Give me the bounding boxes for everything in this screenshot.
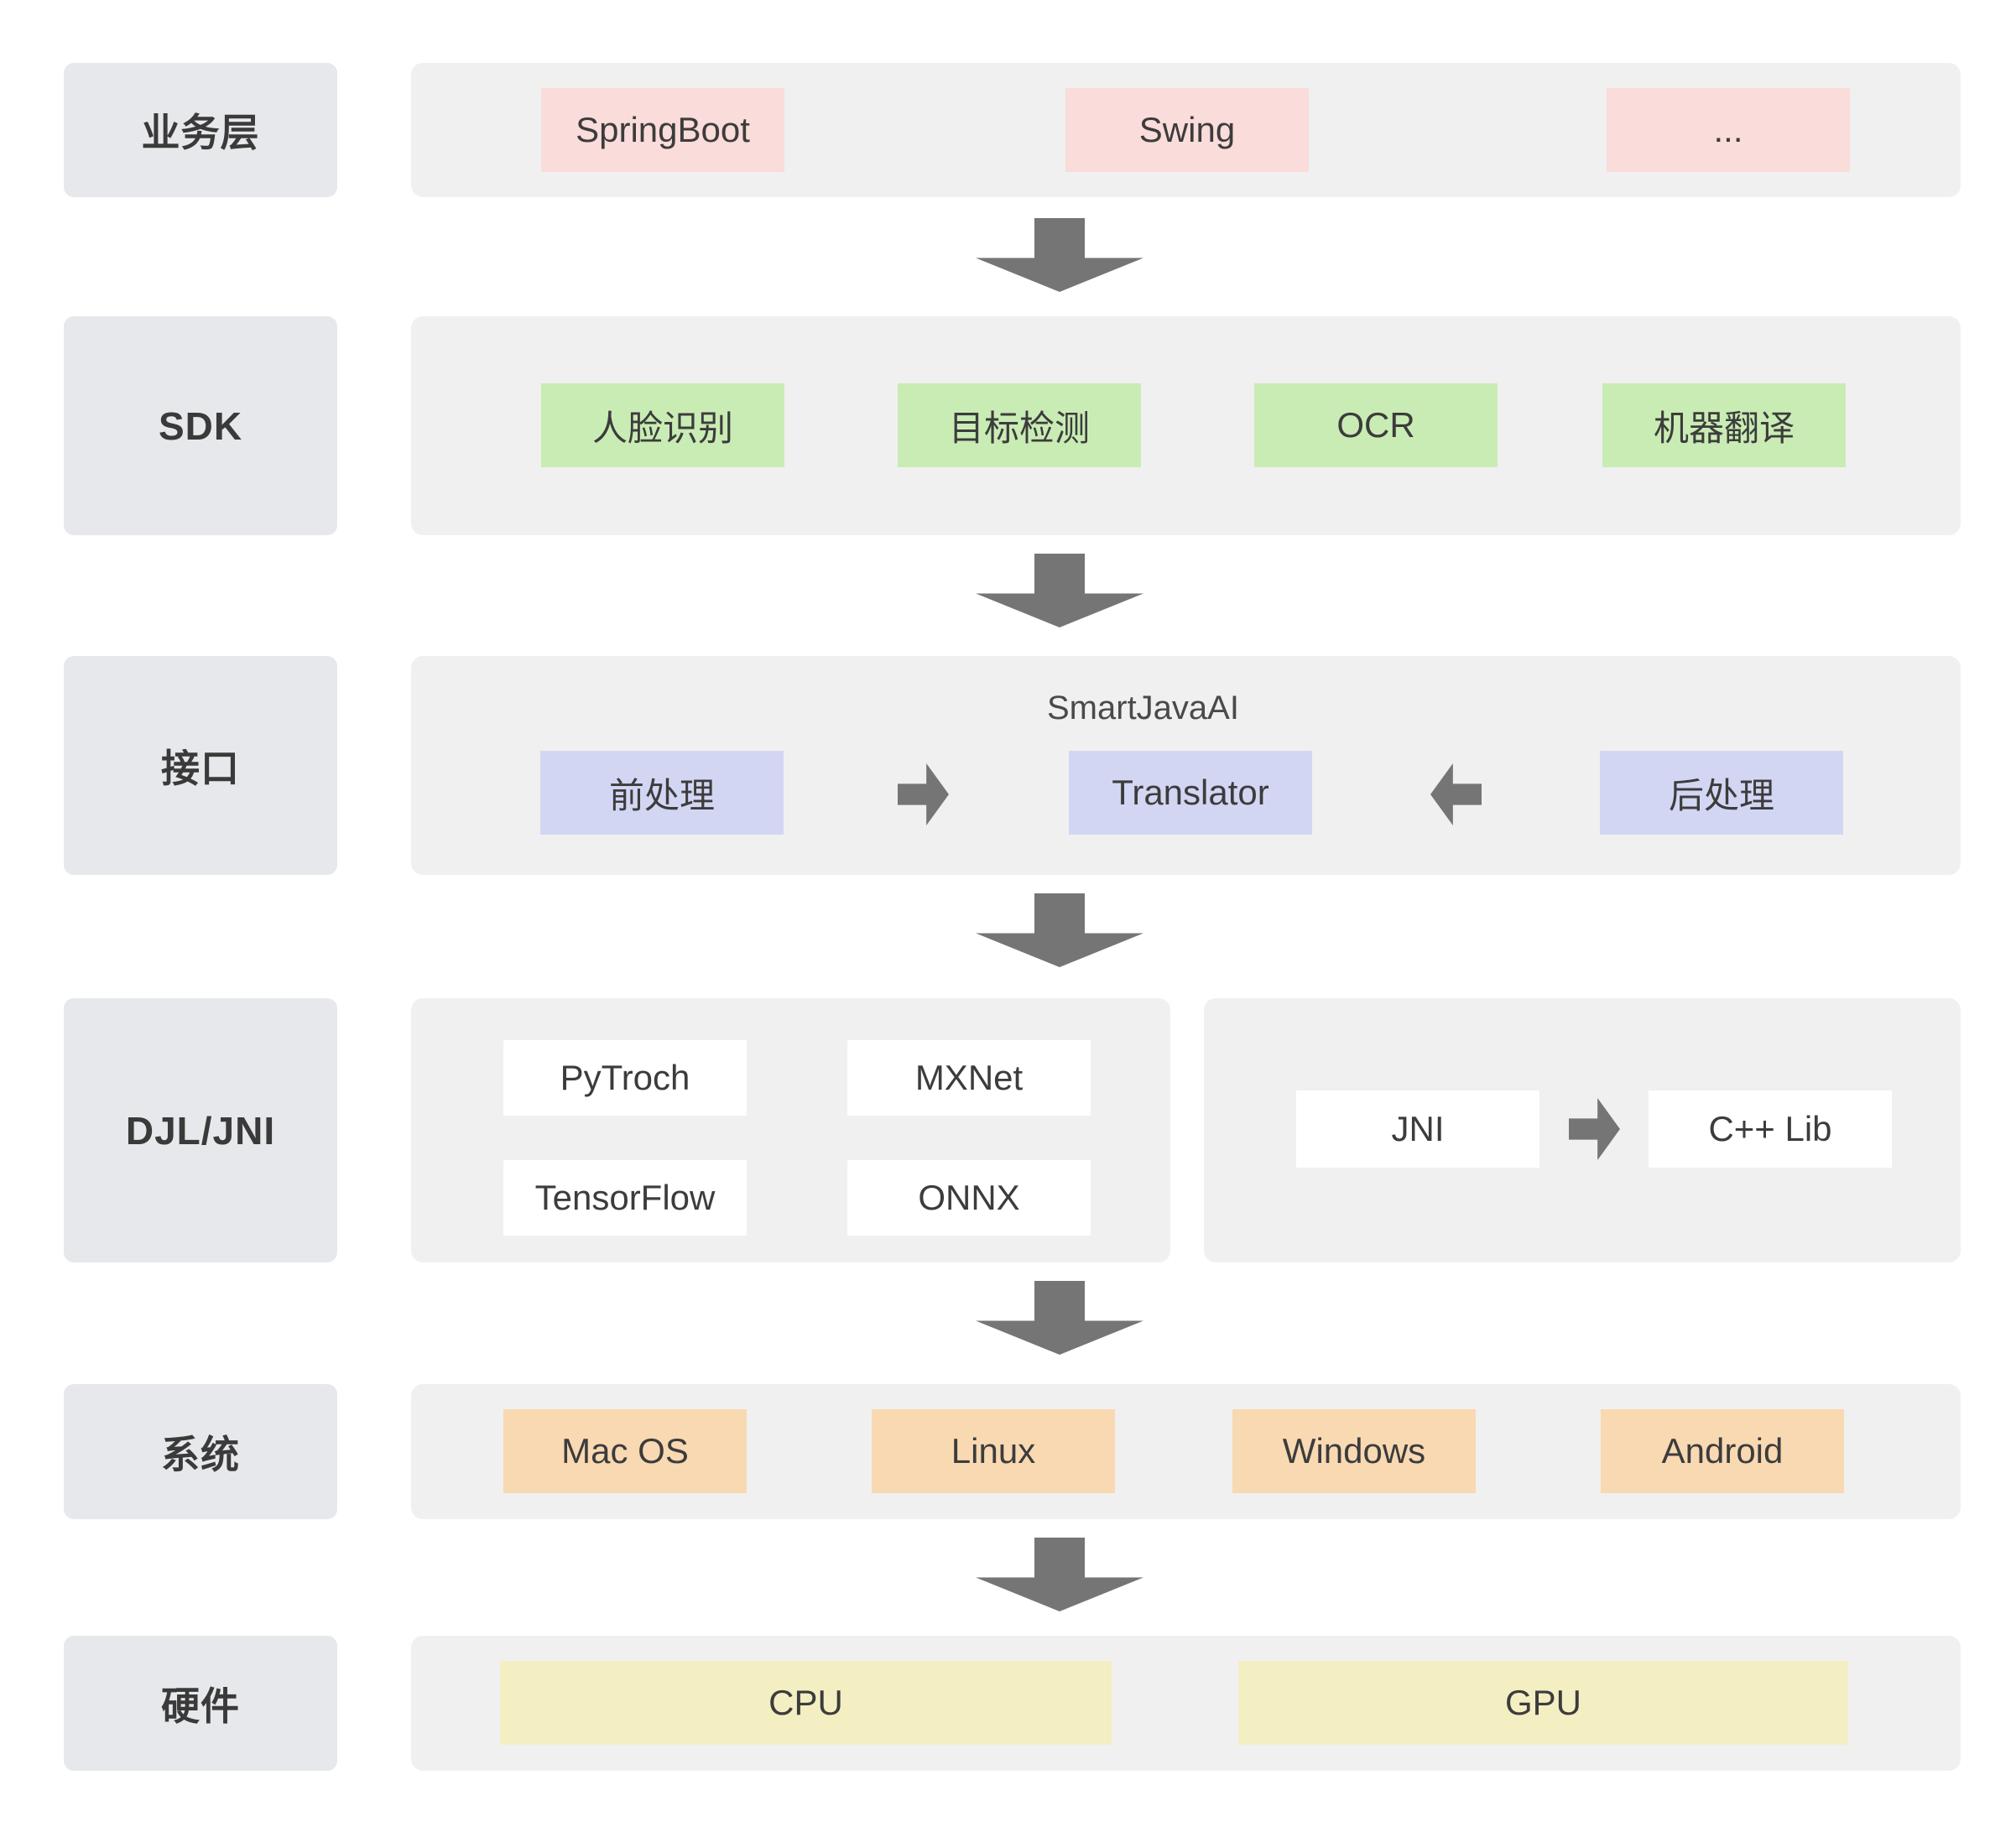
business-item-swing: Swing: [1065, 88, 1309, 172]
down-arrow-icon-5: [976, 1538, 1143, 1611]
layer-container-business: SpringBoot Swing ...: [411, 63, 1961, 197]
down-arrow-icon-2: [976, 554, 1143, 627]
djl-engines-container: PyTroch MXNet TensorFlow ONNX: [411, 998, 1170, 1262]
down-arrow-icon-3: [976, 893, 1143, 967]
layer-container-interface: SmartJavaAI 前处理 Translator 后处理: [411, 656, 1961, 875]
sdk-item-ocr: OCR: [1254, 383, 1498, 467]
hardware-item-cpu: CPU: [500, 1661, 1112, 1745]
down-arrow-icon-4: [976, 1281, 1143, 1355]
layer-label-business: 业务层: [64, 63, 337, 197]
interface-item-postprocess: 后处理: [1600, 751, 1843, 835]
sdk-item-face-recognition: 人脸识别: [541, 383, 784, 467]
engine-item-pytorch: PyTroch: [503, 1040, 747, 1116]
down-arrow-icon-1: [976, 218, 1143, 292]
layer-container-system: Mac OS Linux Windows Android: [411, 1384, 1961, 1519]
hardware-item-gpu: GPU: [1238, 1661, 1848, 1745]
right-arrow-icon-preprocess: [898, 763, 949, 825]
system-item-linux: Linux: [872, 1409, 1115, 1493]
right-arrow-icon-jni: [1569, 1098, 1620, 1160]
jni-item: JNI: [1296, 1090, 1539, 1168]
system-item-android: Android: [1601, 1409, 1844, 1493]
engine-item-tensorflow: TensorFlow: [503, 1160, 747, 1236]
system-item-macos: Mac OS: [503, 1409, 747, 1493]
engine-item-mxnet: MXNet: [847, 1040, 1091, 1116]
layer-container-hardware: CPU GPU: [411, 1636, 1961, 1771]
interface-item-preprocess: 前处理: [540, 751, 784, 835]
cpp-lib-item: C++ Lib: [1649, 1090, 1892, 1168]
layer-label-hardware: 硬件: [64, 1636, 337, 1771]
layer-label-system: 系统: [64, 1384, 337, 1519]
layer-container-sdk: 人脸识别 目标检测 OCR 机器翻译: [411, 316, 1961, 535]
sdk-item-machine-translation: 机器翻译: [1602, 383, 1846, 467]
sdk-item-object-detection: 目标检测: [898, 383, 1141, 467]
layer-label-djl-jni: DJL/JNI: [64, 998, 337, 1262]
layer-label-interface: 接口: [64, 656, 337, 875]
business-item-springboot: SpringBoot: [541, 88, 784, 172]
jni-container: JNI C++ Lib: [1204, 998, 1961, 1262]
smartjavaai-title: SmartJavaAI: [1047, 690, 1239, 726]
interface-item-translator: Translator: [1069, 751, 1312, 835]
left-arrow-icon-postprocess: [1430, 763, 1482, 825]
engine-item-onnx: ONNX: [847, 1160, 1091, 1236]
system-item-windows: Windows: [1232, 1409, 1476, 1493]
layer-label-sdk: SDK: [64, 316, 337, 535]
business-item-more: ...: [1607, 88, 1850, 172]
